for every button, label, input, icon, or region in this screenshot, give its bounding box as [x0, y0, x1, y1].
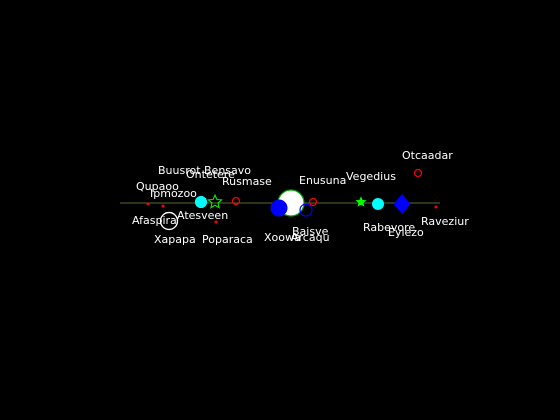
marker-xapapa: [159, 211, 179, 231]
marker-qupaoo: [146, 202, 150, 206]
label-rabevore: Rabevore: [363, 221, 415, 234]
label-xoowa: Xoowa: [264, 231, 301, 244]
label-arcaqu: Arcaqu: [291, 231, 330, 244]
marker-ipmozoo: [161, 204, 165, 208]
marker-arcaqu: [299, 203, 313, 217]
label-ipmozoo: Ipmozoo: [150, 187, 197, 200]
marker-xoowa: [270, 199, 288, 217]
markers-layer: [146, 168, 438, 231]
marker-poparaca: [214, 220, 218, 224]
marker-eylezo: [393, 194, 411, 214]
marker-vegedius: [355, 196, 367, 207]
marker-enusuna: [308, 197, 318, 207]
label-xapapa: Xapapa: [154, 233, 196, 246]
label-rusmase: Rusmase: [222, 175, 272, 188]
label-enusuna: Enusuna: [299, 174, 346, 187]
marker-atesveen: [195, 196, 207, 208]
label-vegedius: Vegedius: [346, 170, 396, 183]
label-raveziur: Raveziur: [421, 215, 469, 228]
label-eylezo: Eylezo: [388, 226, 424, 239]
label-qupaoo: Qupaoo: [136, 180, 179, 193]
marker-bensavo: [207, 193, 223, 209]
label-afaspira: Afaspira: [132, 214, 177, 227]
label-buusrot: Buusrot: [158, 164, 201, 177]
label-ontetere: Ontetere: [186, 168, 235, 181]
marker-raveziur: [434, 205, 438, 209]
label-otcaadar: Otcaadar: [402, 149, 453, 162]
marker-rusmase: [231, 196, 241, 206]
marker-rabevore: [372, 198, 384, 210]
label-atesveen: Atesveen: [177, 209, 228, 222]
label-baisve: Baisve: [292, 225, 329, 238]
marker-otcaadar: [413, 168, 423, 178]
label-bensavo: Bensavo: [204, 164, 251, 177]
label-poparaca: Poparaca: [202, 233, 253, 246]
